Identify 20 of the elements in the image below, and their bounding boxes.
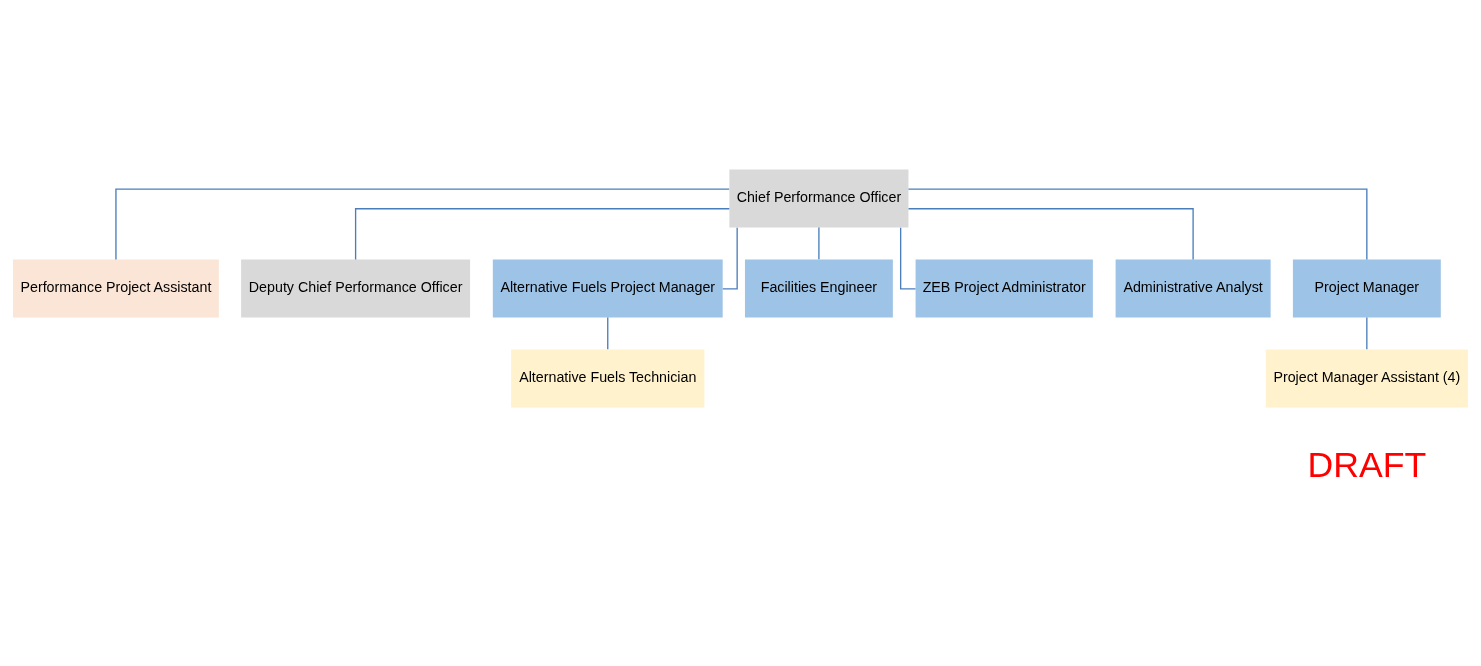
node-box: Facilities Engineer	[744, 259, 893, 317]
connector	[907, 188, 1368, 260]
connector	[900, 226, 917, 290]
node-box: Project Manager	[1292, 259, 1441, 317]
connector	[607, 316, 609, 350]
node-box: Alternative Fuels Project Manager	[492, 259, 723, 317]
connector	[115, 188, 730, 260]
node-box: Administrative Analyst	[1115, 259, 1271, 317]
connector	[722, 226, 738, 290]
connector	[354, 207, 730, 260]
node-box: Performance Project Assistant	[13, 259, 219, 317]
label: DRAFT	[1307, 444, 1427, 485]
node-box: Chief Performance Officer	[729, 169, 909, 227]
connector	[818, 226, 820, 260]
connector	[907, 207, 1194, 260]
node-box: Project Manager Assistant (4)	[1265, 349, 1468, 407]
node-box: ZEB Project Administrator	[915, 259, 1093, 317]
connector	[1366, 316, 1368, 350]
node-box: Deputy Chief Performance Officer	[241, 259, 471, 317]
node-box: Alternative Fuels Technician	[511, 349, 705, 407]
